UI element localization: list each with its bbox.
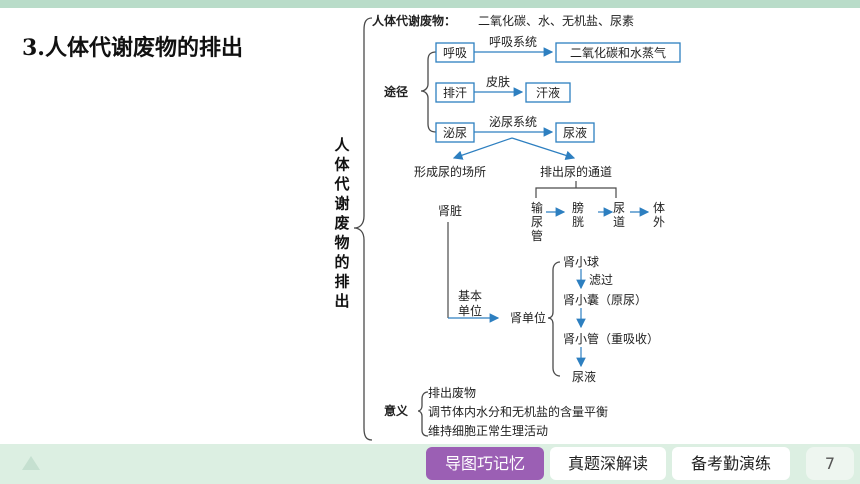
root-title-char: 人 [334, 136, 350, 154]
channel-step-char: 体 [653, 201, 665, 215]
nav-button-past-exams[interactable]: 真题深解读 [550, 447, 666, 480]
via-urine: 泌尿系统 [489, 115, 537, 129]
nav-button-practice[interactable]: 备考勤演练 [672, 447, 790, 480]
root-title-char: 物 [334, 234, 349, 252]
channel-step-char: 外 [653, 215, 665, 229]
root-title-char: 体 [334, 156, 350, 174]
out-breath: 二氧化碳和水蒸气 [570, 45, 666, 60]
route-label: 途径 [384, 84, 408, 99]
channel-step-char: 尿 [613, 201, 625, 215]
page-title: 3.人体代谢废物的排出 [22, 35, 243, 61]
meaning-label: 意义 [384, 403, 409, 418]
flow-arrows [448, 47, 650, 368]
out-sweat: 汗液 [536, 85, 560, 100]
brackets [353, 17, 561, 441]
via-sweat: 皮肤 [486, 74, 510, 89]
root-title-char: 的 [334, 253, 349, 271]
channel-step-char: 管 [531, 228, 543, 243]
channel-step-char: 膀 [572, 200, 584, 215]
root-title-char: 排 [334, 273, 349, 291]
kidney: 肾脏 [438, 203, 462, 218]
channel-step-char: 尿 [531, 215, 543, 229]
channel-title: 排出尿的通道 [540, 164, 612, 179]
concept-map: 人体代谢废物： 二氧化碳、水、无机盐、尿素 途径 呼吸 呼吸系统 二氧化碳和水蒸… [333, 13, 681, 441]
root-title-char: 代 [333, 175, 349, 193]
meaning-item-1: 排出废物 [428, 385, 476, 400]
logo-triangle-icon [22, 456, 40, 470]
node-boxes [435, 42, 681, 143]
root-title-char: 废 [334, 214, 349, 232]
channel-step-char: 胱 [572, 214, 584, 229]
channel-step-char: 道 [613, 215, 625, 229]
basic-unit-2: 单位 [458, 303, 482, 318]
channel-step-char: 输 [531, 200, 543, 215]
top-bar [0, 0, 860, 8]
nav-button-mind-map[interactable]: 导图巧记忆 [426, 447, 544, 480]
meaning-item-3: 维持细胞正常生理活动 [428, 423, 548, 438]
node-urine: 泌尿 [443, 126, 467, 140]
urine-final: 尿液 [572, 369, 596, 384]
node-breath: 呼吸 [443, 46, 467, 60]
meaning-item-2: 调节体内水分和无机盐的含量平衡 [428, 404, 608, 419]
root-title-char: 出 [334, 292, 349, 310]
root-title-char: 谢 [334, 195, 349, 213]
page-number: 7 [806, 447, 854, 480]
connector-lines [447, 181, 617, 318]
root-vertical-label: 人体代谢废物的排出 [333, 136, 350, 310]
waste-label: 人体代谢废物： [372, 13, 456, 28]
tubule: 肾小管（重吸收） [563, 331, 659, 346]
basic-unit-1: 基本 [458, 289, 482, 303]
out-urine: 尿液 [563, 125, 587, 140]
form-place: 形成尿的场所 [414, 164, 486, 179]
filter-label: 滤过 [589, 273, 613, 287]
capsule: 肾小囊（原尿） [563, 292, 647, 307]
via-breath: 呼吸系统 [489, 35, 537, 49]
node-sweat: 排汗 [443, 86, 467, 100]
waste-items: 二氧化碳、水、无机盐、尿素 [478, 14, 634, 28]
nephron: 肾单位 [510, 310, 546, 325]
glomerulus: 肾小球 [563, 255, 599, 269]
